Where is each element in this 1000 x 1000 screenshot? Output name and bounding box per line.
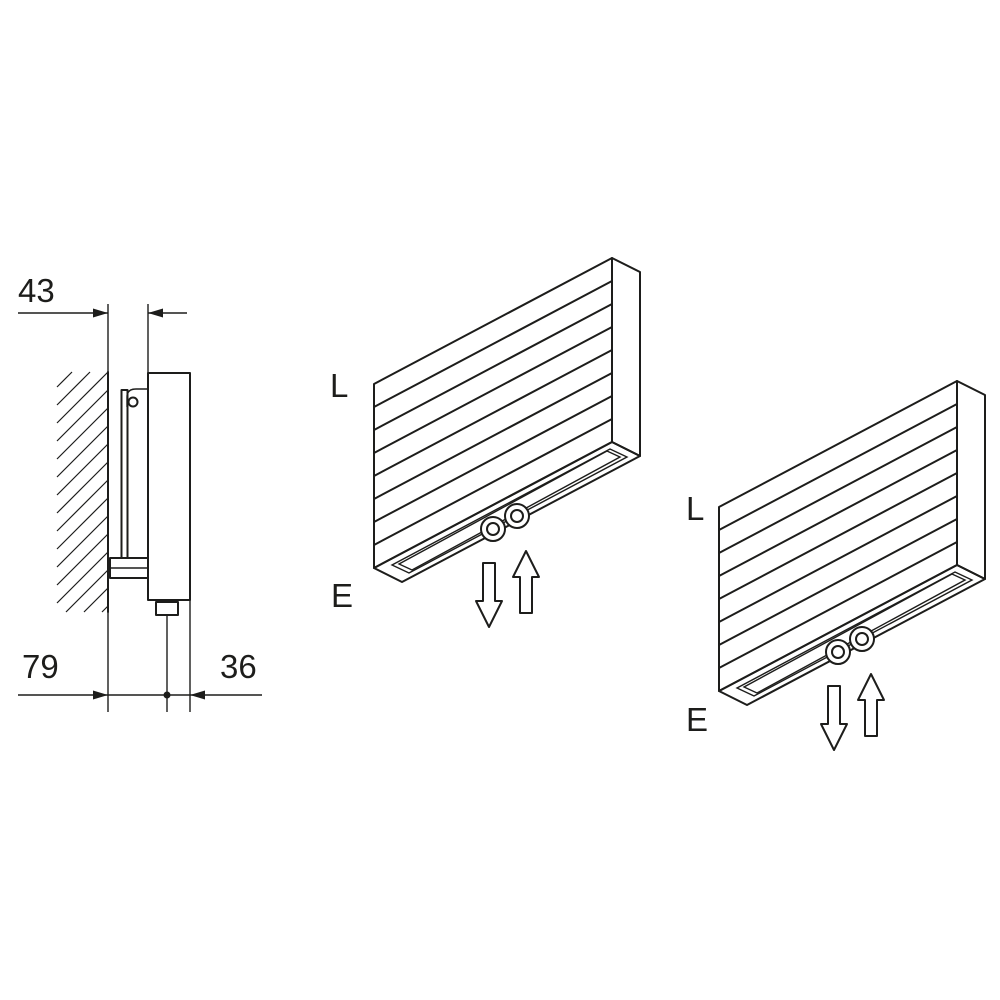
- panel-slat-line: [373, 372, 613, 500]
- flow-direction-down-arrow-icon: [475, 562, 503, 628]
- label-L: L: [330, 367, 348, 404]
- connection-port-inner: [486, 522, 500, 536]
- dim-label-43: 43: [18, 272, 55, 309]
- panel-slat-line: [373, 418, 613, 546]
- hatch-line: [56, 371, 91, 406]
- hatch-line: [56, 479, 109, 532]
- panel-side-face: [956, 380, 986, 580]
- hatch-line: [56, 407, 109, 460]
- valve-fitting: [155, 601, 179, 616]
- hatch-line: [56, 425, 109, 478]
- panel-slat-line: [718, 541, 958, 669]
- dim-label-36: 36: [220, 648, 257, 685]
- dim-arrow-right-icon: [93, 308, 108, 318]
- hatch-line: [56, 533, 109, 586]
- top-bracket-roller: [127, 396, 139, 408]
- dimension-top: 43: [18, 272, 187, 373]
- panel-bottom-face: [718, 564, 986, 706]
- panel-side-face: [611, 257, 641, 457]
- panel-slat-line: [718, 426, 958, 554]
- dim-arrow-left-icon: [190, 690, 205, 700]
- panel-slat-line: [373, 326, 613, 454]
- panel-slat-line: [718, 403, 958, 531]
- connection-ports: [825, 626, 875, 665]
- dim-arrow-right-icon: [93, 690, 108, 700]
- connection-slot-inner: [742, 573, 967, 694]
- connection-port-inner: [855, 632, 869, 646]
- flow-direction-up-arrow-icon: [857, 673, 885, 737]
- connection-port-inner: [831, 645, 845, 659]
- connection-port-inner: [510, 509, 524, 523]
- panel-slat-line: [373, 349, 613, 477]
- dim-label-79: 79: [22, 648, 59, 685]
- panel-slat-line: [718, 472, 958, 600]
- radiator-body: [147, 372, 191, 601]
- hatch-line: [83, 587, 109, 613]
- flow-direction-up-arrow-icon: [512, 550, 540, 614]
- side-view: 43 79 36: [18, 272, 262, 712]
- panel-slat-line: [373, 280, 613, 408]
- connection-slot-outer: [735, 571, 974, 697]
- connection-slot-inner: [397, 450, 622, 571]
- flow-direction-down-arrow-icon: [820, 685, 848, 751]
- panel-slat-line: [718, 449, 958, 577]
- hatch-line: [56, 371, 73, 388]
- dimension-bottom: 79 36: [18, 600, 262, 712]
- hatch-line: [56, 551, 109, 604]
- hatch-line: [56, 461, 109, 514]
- hatch-line: [56, 497, 109, 550]
- connection-slot-outer: [390, 448, 629, 574]
- label-E: E: [331, 577, 353, 614]
- hatch-line: [56, 515, 109, 568]
- dim-arrow-left-icon: [148, 308, 163, 318]
- panel-bottom-face: [373, 441, 641, 583]
- panel-slat-line: [718, 518, 958, 646]
- isometric-view-1: L E: [330, 257, 641, 628]
- hatch-line: [56, 371, 109, 424]
- hatch-line: [56, 443, 109, 496]
- connection-ports: [480, 503, 530, 542]
- wall-hatch: [56, 371, 109, 613]
- hatch-line: [65, 569, 109, 613]
- label-L: L: [686, 490, 704, 527]
- panel-slats: [718, 403, 958, 669]
- isometric-view-2: L E: [686, 380, 986, 751]
- panel-slat-line: [718, 495, 958, 623]
- top-bracket-hook: [126, 388, 148, 407]
- panel-slat-line: [373, 395, 613, 523]
- mounting-rail: [120, 389, 129, 559]
- panel-slats: [373, 280, 613, 546]
- label-E: E: [686, 701, 708, 738]
- hatch-line: [56, 389, 109, 442]
- panel-slat-line: [373, 303, 613, 431]
